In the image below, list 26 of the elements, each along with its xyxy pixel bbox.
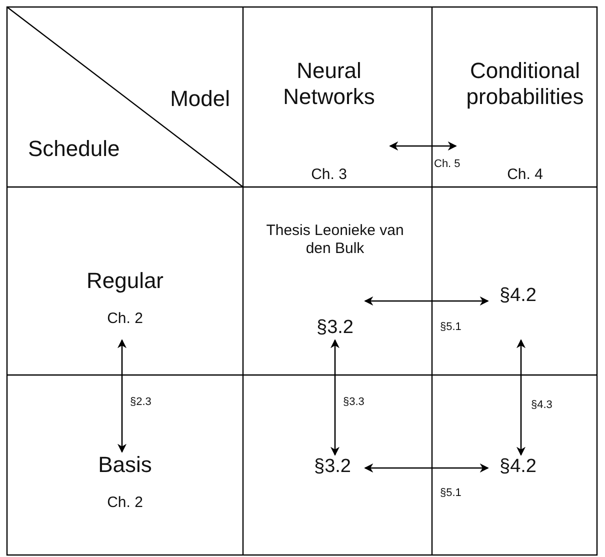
double-arrow [364, 463, 489, 473]
double-arrow [516, 339, 526, 456]
edge-label: §5.1 [440, 321, 462, 334]
double-arrow [117, 339, 127, 453]
section-number: §4.2 [500, 455, 536, 479]
section-number: §4.2 [500, 284, 536, 308]
edge-label: §5.1 [440, 487, 462, 500]
chapter-reference: Ch. 2 [107, 494, 143, 512]
double-arrow [330, 339, 340, 456]
header-title: Conditional probabilities [465, 58, 585, 110]
section-number: §3.2 [314, 455, 351, 479]
note-text: Thesis Leonieke van den Bulk [265, 222, 405, 258]
header-title: Neural Networks [282, 58, 376, 110]
axis-heading: Schedule [28, 136, 120, 161]
axis-heading: Model [170, 86, 230, 111]
header-title: Basis [98, 452, 152, 478]
edge-label: §2.3 [130, 396, 152, 409]
double-arrow [364, 296, 489, 306]
double-arrow [389, 141, 457, 151]
edge-label: §3.3 [343, 396, 364, 409]
header-title: Regular [86, 268, 164, 294]
chapter-reference: Ch. 4 [507, 166, 543, 184]
section-number: §3.2 [316, 316, 354, 340]
chapter-reference: Ch. 2 [107, 310, 143, 328]
chapter-reference: Ch. 3 [311, 166, 347, 184]
edge-label: §4.3 [531, 399, 552, 412]
